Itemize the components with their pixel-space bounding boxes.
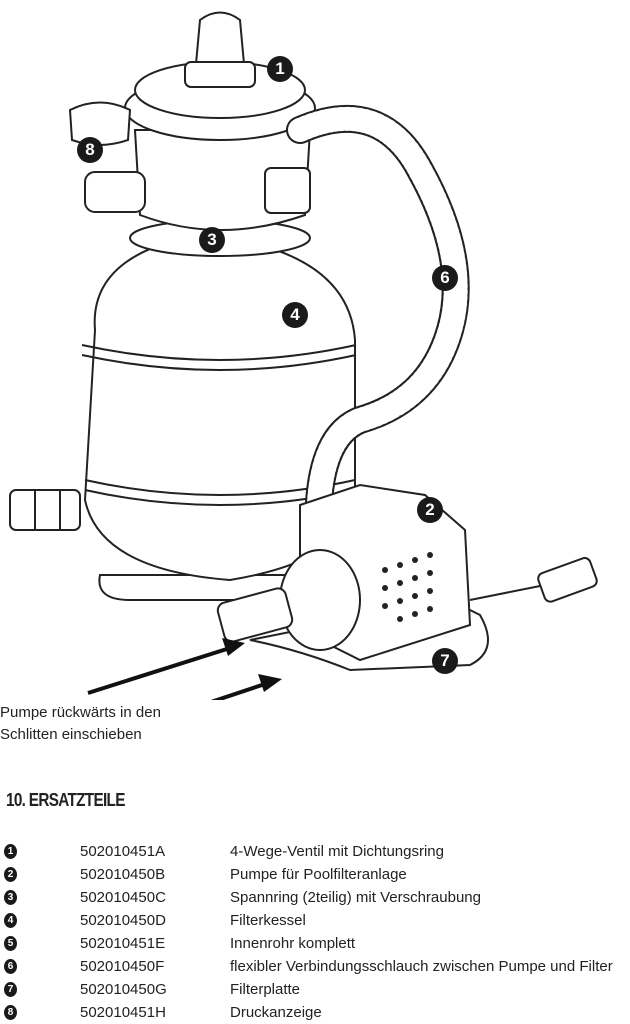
parts-row: 7 502010450G Filterplatte [0,978,630,1001]
part-description: Filterplatte [230,981,301,998]
part-description: Pumpe für Poolfilteranlage [230,866,407,883]
callout-6: 6 [432,265,458,291]
part-number-badge: 5 [4,936,17,951]
parts-list: 1 502010451A 4-Wege-Ventil mit Dichtungsri… [0,840,630,1024]
part-code: 502010450F [80,958,165,975]
section-title: 10. ERSATZTEILE [6,790,125,810]
power-cable [469,584,546,601]
part-code: 502010450G [80,981,167,998]
arrow-upper [87,646,231,695]
callout-7: 7 [432,648,458,674]
parts-row: 6 502010450F flexibler Verbindungsschlauch… [0,955,630,978]
part-number-badge: 7 [4,982,17,997]
part-code: 502010451A [80,843,166,860]
part-code: 502010451E [80,935,166,952]
part-description: 4-Wege-Ventil mit Dichtungsring [230,843,444,860]
part-description: flexibler Verbindungsschlauch zwischen P… [230,958,613,975]
part-number-badge: 6 [4,959,17,974]
pressure-gauge [68,101,132,146]
part-code: 502010451H [80,1004,166,1021]
parts-row: 3 502010450C Spannring (2teilig) mit Versc… [0,886,630,909]
arrow-lower [210,682,266,700]
parts-row: 5 502010451E Innenrohr komplett [0,932,630,955]
part-description: Spannring (2teilig) mit Verschraubung [230,889,481,906]
part-description: Filterkessel [230,912,306,929]
caption-line-2: Schlitten einschieben [0,726,142,743]
part-description: Druckanzeige [230,1004,322,1021]
callout-2: 2 [417,497,443,523]
bottom-outlet [9,489,81,531]
parts-row: 1 502010451A 4-Wege-Ventil mit Dichtungsri… [0,840,630,863]
parts-row: 2 502010450B Pumpe für Poolfilteranlage [0,863,630,886]
callout-4: 4 [282,302,308,328]
part-code: 502010450C [80,889,166,906]
part-description: Innenrohr komplett [230,935,356,952]
parts-row: 8 502010451H Druckanzeige [0,1001,630,1024]
power-plug [537,557,598,603]
sand-filter-illustration [9,11,598,700]
part-number-badge: 8 [4,1005,17,1020]
callout-3: 3 [199,227,225,253]
part-code: 502010450B [80,866,166,883]
part-number-badge: 1 [4,844,17,859]
part-number-badge: 3 [4,890,17,905]
part-number-badge: 2 [4,867,17,882]
part-code: 502010450D [80,912,166,929]
parts-row: 4 502010450D Filterkessel [0,909,630,932]
callout-8: 8 [77,137,103,163]
caption-line-1: Pumpe rückwärts in den [0,704,161,721]
part-number-badge: 4 [4,913,17,928]
callout-1: 1 [267,56,293,82]
